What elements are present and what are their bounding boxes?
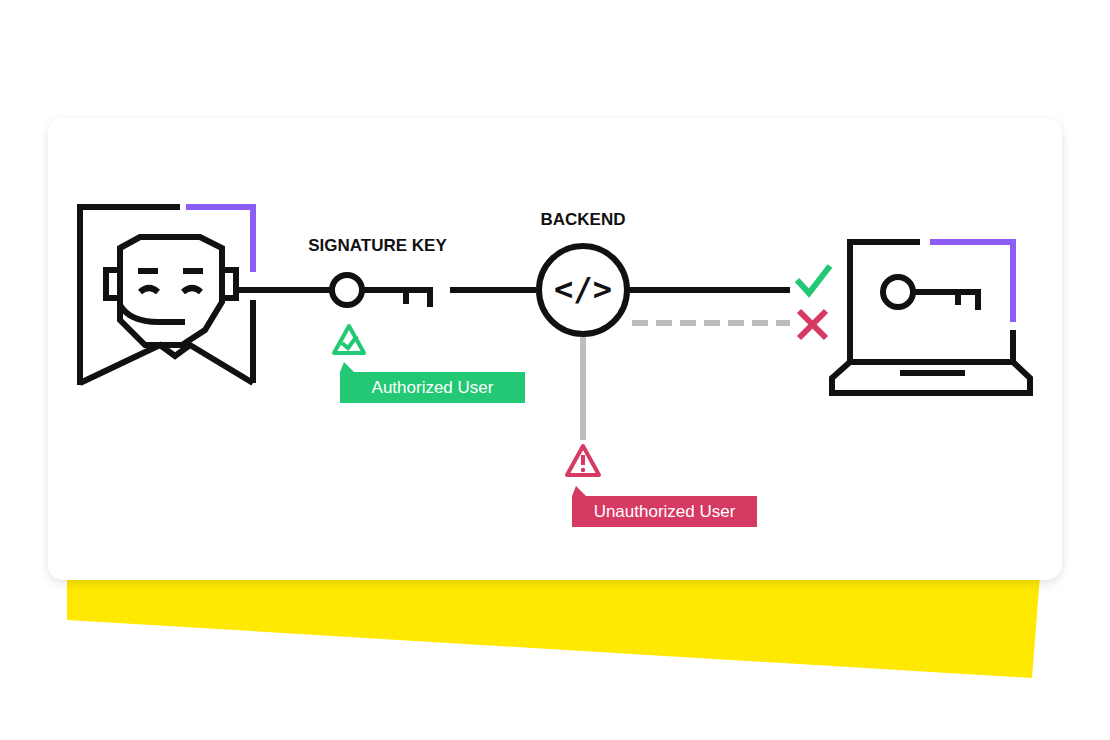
code-symbol: </> xyxy=(536,270,630,308)
check-mark xyxy=(797,266,830,293)
connector xyxy=(450,290,536,291)
cross-mark xyxy=(799,311,826,338)
key-label: SIGNATURE KEY xyxy=(275,236,480,256)
backend-label: BACKEND xyxy=(496,210,670,230)
connector-line xyxy=(450,287,536,293)
access-line xyxy=(628,287,790,293)
connector xyxy=(583,337,584,440)
person-icon xyxy=(80,207,335,385)
authorized-callout: Authorized User xyxy=(330,322,530,406)
yellow-backdrop xyxy=(67,575,1040,678)
callout-text: Authorized User xyxy=(340,372,525,403)
connector-line xyxy=(580,337,586,440)
unauthorized-callout: Unauthorized User xyxy=(560,440,760,530)
signature-key: SIGNATURE KEY xyxy=(305,232,450,348)
card xyxy=(48,118,1062,580)
laptop-icon xyxy=(832,242,1030,393)
callout-text: Unauthorized User xyxy=(572,496,757,527)
backend-node: BACKEND</> xyxy=(536,243,630,337)
denied-line xyxy=(632,320,790,326)
